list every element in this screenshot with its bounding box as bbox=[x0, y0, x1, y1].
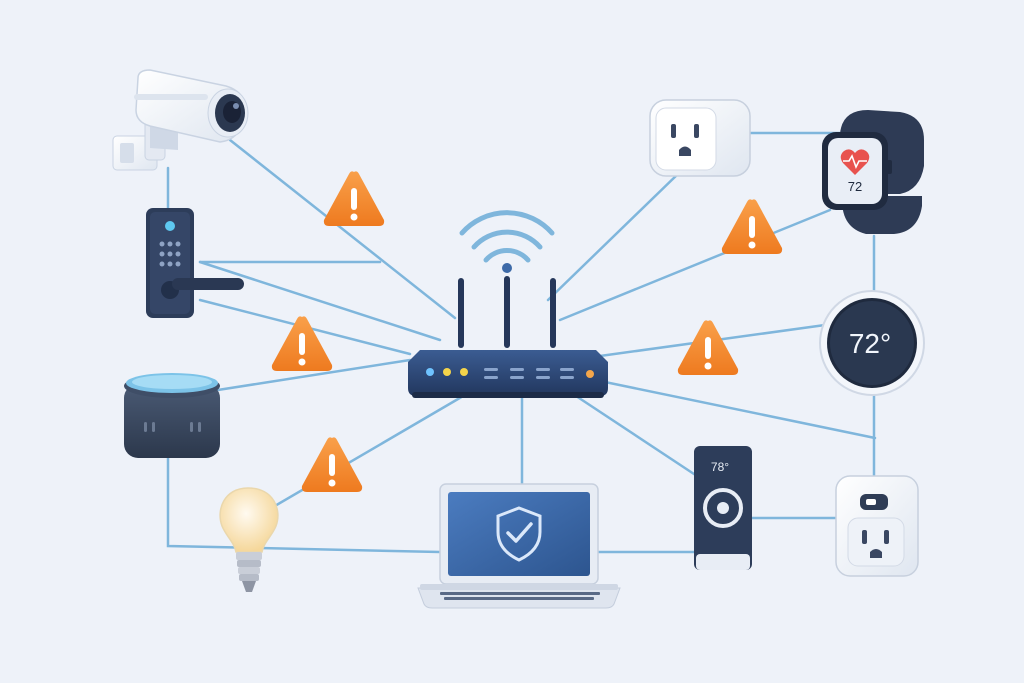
router-ports bbox=[484, 368, 574, 379]
link-router-bulb bbox=[266, 390, 472, 512]
smart-outlet-icon[interactable] bbox=[649, 99, 751, 177]
link-router-outlet bbox=[546, 170, 682, 302]
router-led-orange bbox=[586, 370, 594, 378]
watch-display: 72 bbox=[848, 179, 862, 194]
smart-plug-icon[interactable] bbox=[835, 475, 919, 577]
warning-triangle-icon bbox=[677, 320, 739, 375]
shield-check-icon bbox=[496, 506, 542, 562]
doorbell-display: 78° bbox=[711, 460, 729, 474]
router-antenna-right bbox=[550, 278, 556, 348]
smart-speaker-icon[interactable] bbox=[124, 373, 220, 458]
link-router-speaker bbox=[203, 358, 412, 394]
wifi-signal-icon bbox=[459, 210, 555, 273]
link-router-watch bbox=[558, 208, 832, 322]
router-led-blue bbox=[426, 368, 434, 376]
link-router-lock bbox=[198, 260, 442, 342]
smartwatch-icon[interactable]: 72 bbox=[822, 110, 924, 234]
warning-triangle-icon bbox=[271, 316, 333, 371]
link-speaker-bulb-laptop bbox=[166, 456, 442, 554]
link-router-doorbell bbox=[568, 390, 702, 480]
wifi-router[interactable] bbox=[408, 210, 608, 398]
router-body bbox=[408, 350, 608, 396]
router-led-yellow-2 bbox=[460, 368, 468, 376]
smart-door-lock-icon[interactable] bbox=[146, 208, 244, 318]
warning-triangle-icon bbox=[301, 437, 363, 492]
warning-triangle-icon bbox=[323, 171, 385, 226]
warning-icons bbox=[271, 171, 783, 492]
security-camera-icon[interactable] bbox=[112, 69, 249, 171]
thermostat-icon[interactable]: 72° bbox=[819, 290, 925, 396]
router-antenna-center bbox=[504, 276, 510, 348]
link-router-camera bbox=[228, 138, 457, 320]
video-doorbell-icon[interactable]: 78° bbox=[694, 446, 752, 570]
router-antenna-left bbox=[458, 278, 464, 348]
router-led-yellow-1 bbox=[443, 368, 451, 376]
laptop-shield-icon[interactable] bbox=[417, 483, 621, 609]
link-router-plug-bottom bbox=[603, 380, 877, 440]
warning-triangle-icon bbox=[721, 199, 783, 254]
smart-bulb-icon[interactable] bbox=[219, 487, 279, 592]
thermostat-display: 72° bbox=[849, 328, 891, 359]
